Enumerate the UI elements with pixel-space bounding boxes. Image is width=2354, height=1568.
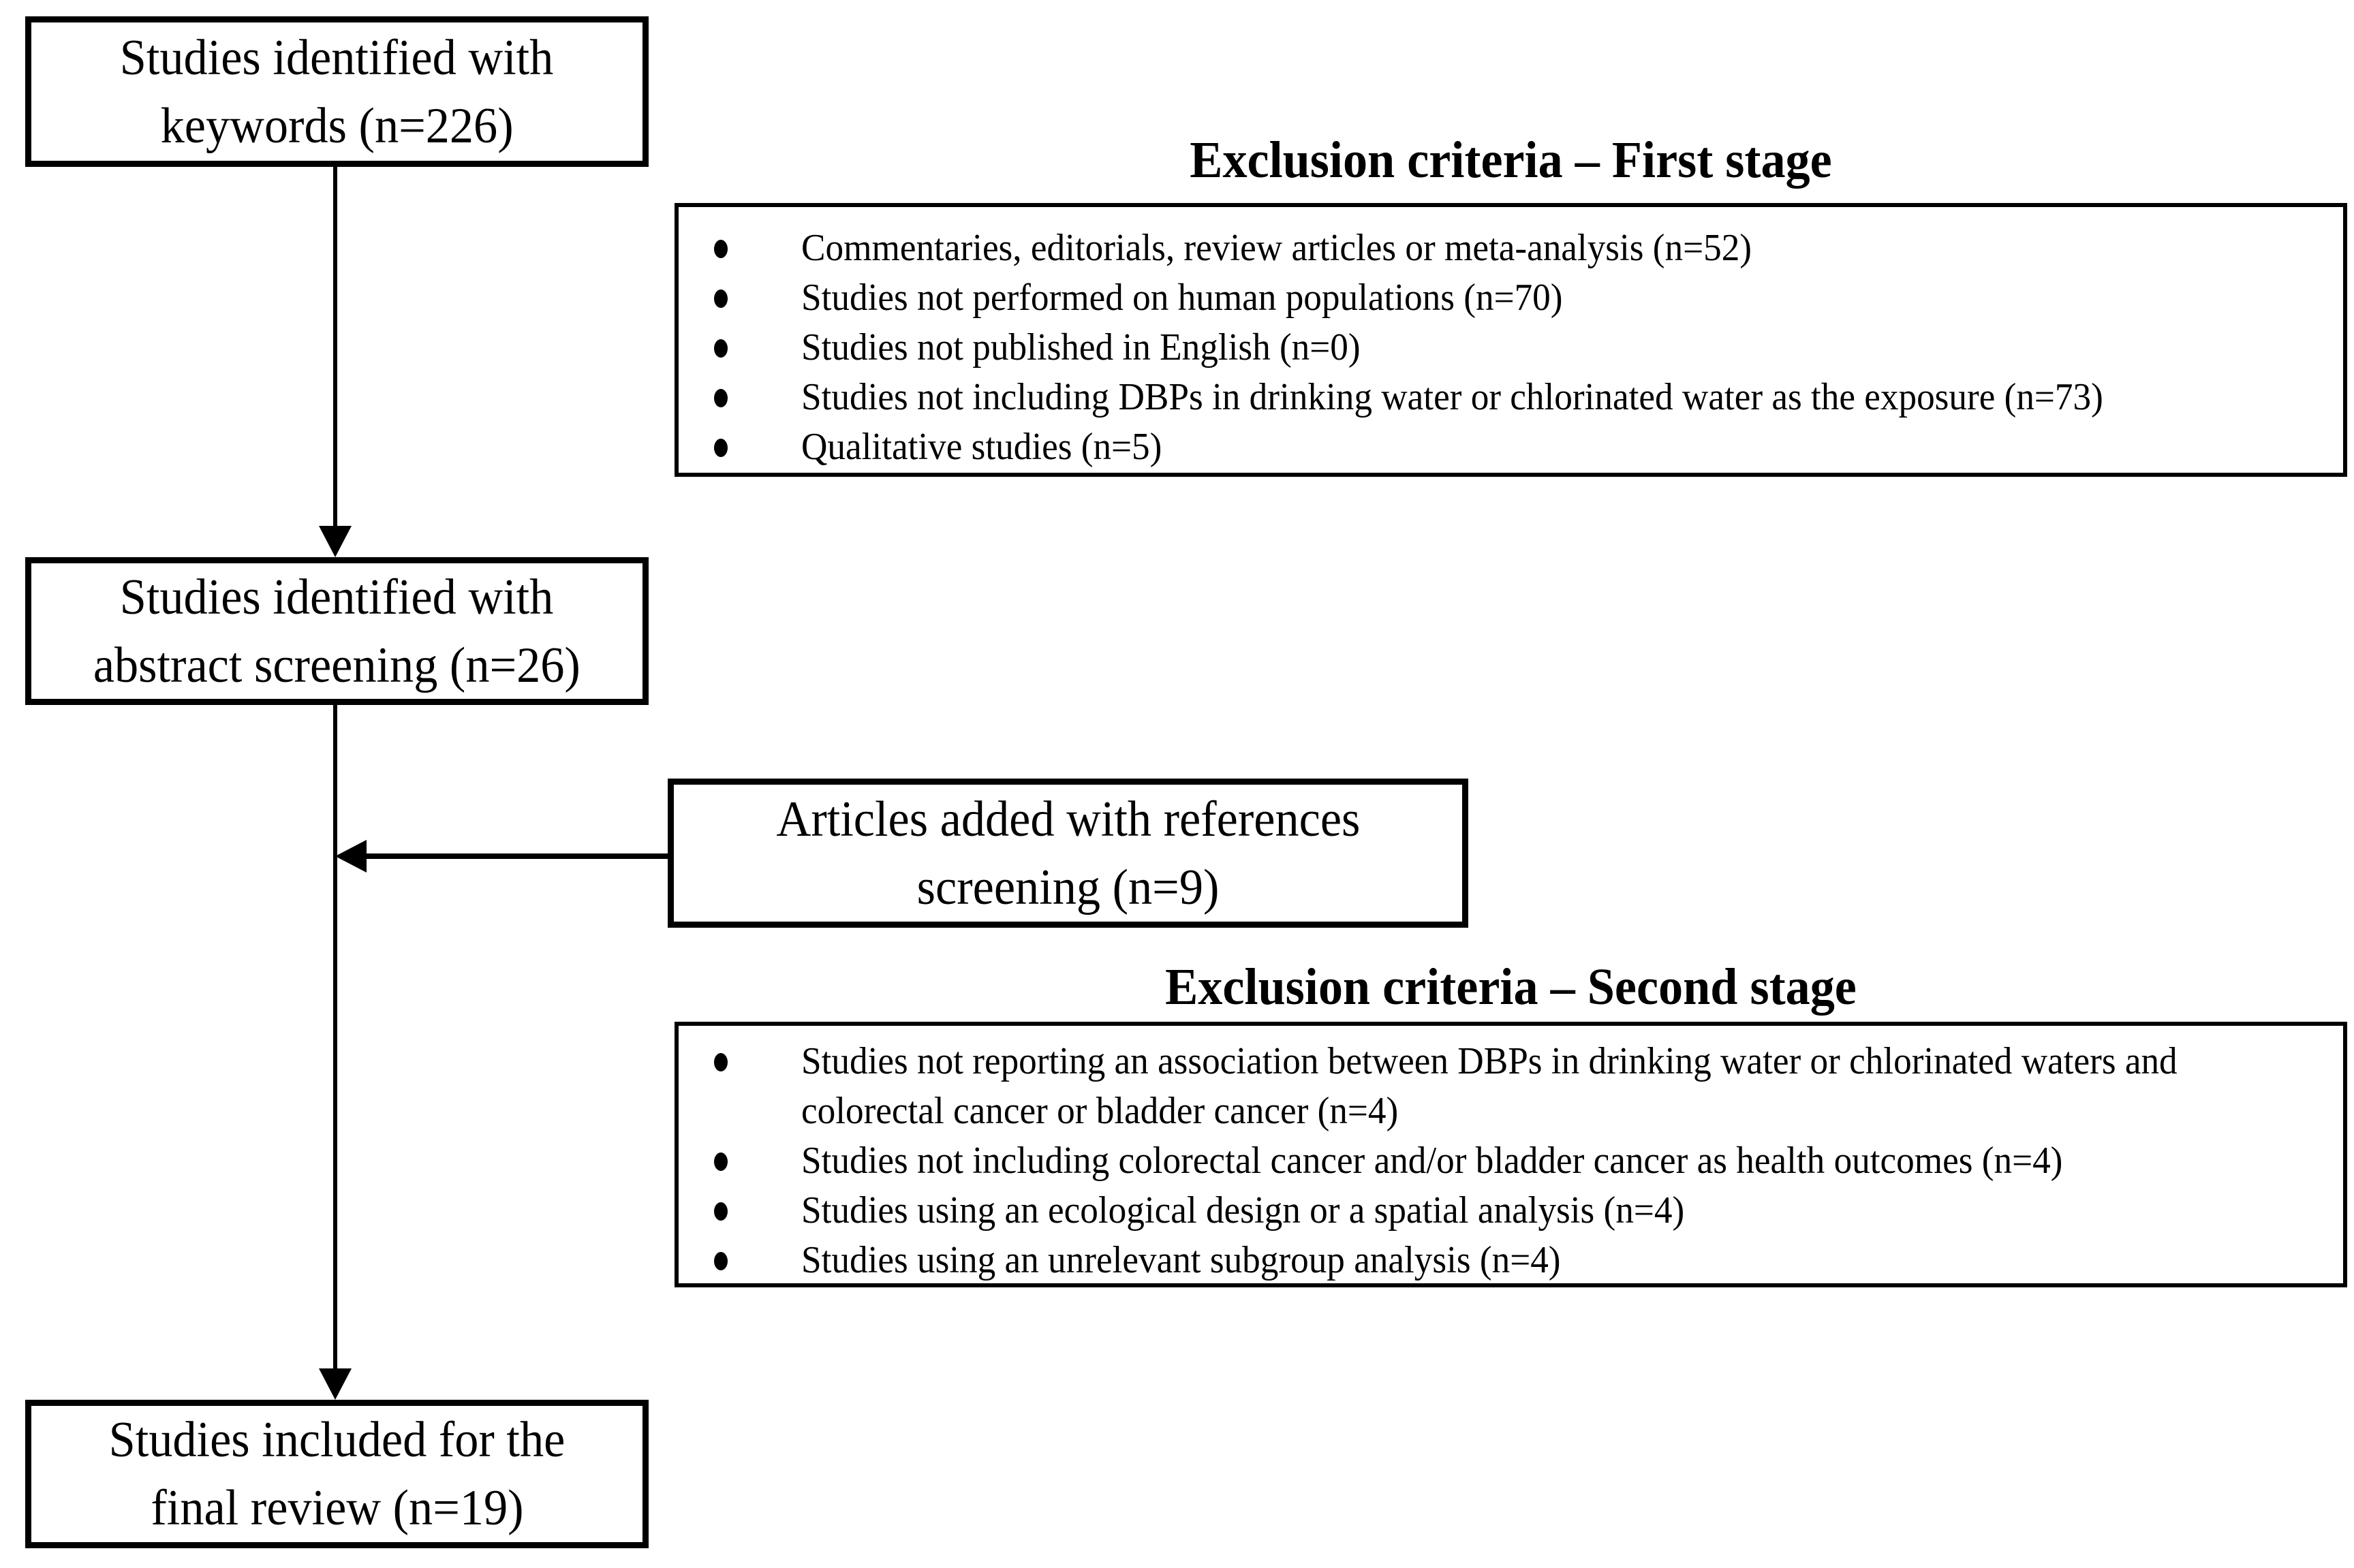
box-studies-abstract-screening: Studies identified with abstract screeni… xyxy=(25,557,649,705)
exclusion-first-list: Commentaries, editorials, review article… xyxy=(679,207,2343,472)
exclusion-item: Studies not including colorectal cancer … xyxy=(713,1136,2343,1186)
exclusion-item: Studies not including DBPs in drinking w… xyxy=(713,373,2343,422)
bullet-icon xyxy=(713,373,801,422)
bullet-icon xyxy=(713,422,801,472)
box-studies-abstract-line1: Studies identified with xyxy=(120,569,554,625)
exclusion-second-box: Studies not reporting an association bet… xyxy=(675,1022,2347,1287)
bullet-icon xyxy=(713,1136,801,1186)
box-final-review: Studies included for the final review (n… xyxy=(25,1400,649,1548)
exclusion-first-title: Exclusion criteria – First stage xyxy=(1190,131,1832,189)
arrowhead-down-icon xyxy=(319,1368,352,1400)
exclusion-item: Studies using an unrelevant subgroup ana… xyxy=(713,1236,2343,1285)
box-final-line1: Studies included for the xyxy=(108,1412,566,1468)
exclusion-item: Studies not performed on human populatio… xyxy=(713,273,2343,323)
exclusion-item: Studies not reporting an association bet… xyxy=(713,1037,2343,1136)
box-studies-keywords: Studies identified with keywords (n=226) xyxy=(25,16,649,167)
exclusion-item-text: Studies not including DBPs in drinking w… xyxy=(801,376,2103,418)
bullet-icon xyxy=(713,1037,801,1086)
bullet-icon xyxy=(713,323,801,373)
exclusion-item-text: Studies not including colorectal cancer … xyxy=(801,1140,2063,1182)
exclusion-item-text: Studies using an ecological design or a … xyxy=(801,1189,1685,1232)
exclusion-item-text: Studies not performed on human populatio… xyxy=(801,277,1563,319)
bullet-icon xyxy=(713,1186,801,1236)
exclusion-second-title: Exclusion criteria – Second stage xyxy=(1165,958,1857,1016)
exclusion-item-text: Studies not reporting an association bet… xyxy=(801,1040,2178,1132)
box-studies-keywords-line1: Studies identified with xyxy=(120,29,554,86)
connector-abstract-to-final xyxy=(333,704,337,1370)
arrowhead-down-icon xyxy=(319,526,352,557)
box-references-line2: screening (n=9) xyxy=(916,859,1220,915)
box-studies-abstract-line2: abstract screening (n=26) xyxy=(93,637,581,693)
bullet-icon xyxy=(713,273,801,323)
connector-keywords-to-abstract xyxy=(333,166,337,528)
exclusion-item: Qualitative studies (n=5) xyxy=(713,422,2343,472)
exclusion-first-box: Commentaries, editorials, review article… xyxy=(675,203,2347,477)
box-final-line2: final review (n=19) xyxy=(150,1480,524,1536)
exclusion-item-text: Studies using an unrelevant subgroup ana… xyxy=(801,1239,1561,1281)
exclusion-item: Studies not published in English (n=0) xyxy=(713,323,2343,373)
exclusion-item: Commentaries, editorials, review article… xyxy=(713,223,2343,273)
exclusion-second-list: Studies not reporting an association bet… xyxy=(679,1026,2343,1285)
box-references-screening: Articles added with references screening… xyxy=(668,779,1468,928)
exclusion-item: Studies using an ecological design or a … xyxy=(713,1186,2343,1236)
box-studies-keywords-line2: keywords (n=226) xyxy=(160,97,514,154)
bullet-icon xyxy=(713,1236,801,1285)
box-references-line1: Articles added with references xyxy=(776,791,1360,847)
arrowhead-left-icon xyxy=(335,840,367,873)
exclusion-item-text: Commentaries, editorials, review article… xyxy=(801,227,1752,269)
connector-references-to-trunk xyxy=(362,853,668,859)
bullet-icon xyxy=(713,223,801,273)
exclusion-item-text: Studies not published in English (n=0) xyxy=(801,326,1361,369)
exclusion-item-text: Qualitative studies (n=5) xyxy=(801,426,1162,468)
